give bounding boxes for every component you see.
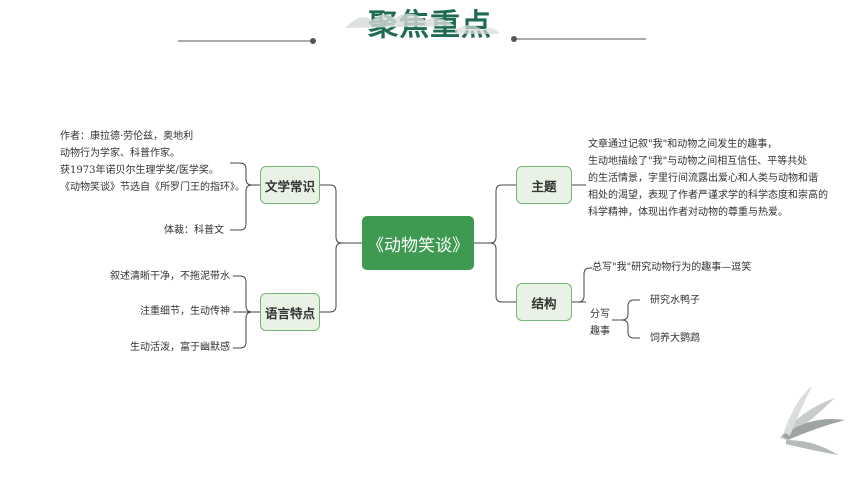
theme-line: 的生活情景，字里行间流露出爱心和人类与动物和谐: [588, 173, 818, 184]
structure-sub-label: 分写 趣事: [590, 306, 610, 340]
branch-wenxue-changshi: 文学常识: [260, 166, 320, 204]
author-line: 作者：康拉德·劳伦兹，奥地利: [60, 131, 194, 142]
genre-text: 体裁：科普文: [164, 225, 224, 236]
structure-sub-item: 饲养大鹦鹉: [650, 333, 700, 344]
author-line: 《动物笑谈》节选自《所罗门王的指环》。: [60, 182, 245, 193]
branch-jiegou: 结构: [516, 283, 572, 321]
author-info: 作者：康拉德·劳伦兹，奥地利 动物行为学家、科普作家。 获1973年诺贝尔生理学…: [60, 128, 245, 196]
language-feature: 叙述清晰干净，不拖泥带水: [110, 271, 230, 282]
structure-summary: 总写"我"研究动物行为的趣事—逗笑: [592, 262, 752, 273]
theme-line: 文章通过记叙"我"和动物之间发生的趣事，: [588, 139, 778, 150]
language-feature: 生动活泼，富于幽默感: [130, 342, 230, 353]
branch-yuyan-tedian: 语言特点: [260, 293, 320, 331]
language-feature: 注重细节，生动传神: [140, 306, 230, 317]
author-line: 动物行为学家、科普作家。: [60, 148, 180, 159]
branch-zhuti: 主题: [516, 166, 572, 204]
theme-line: 科学精神，体现出作者对动物的尊重与热爱。: [588, 207, 788, 218]
header: 聚焦重点: [0, 0, 860, 70]
theme-line: 相处的渴望，表现了作者严谨求学的科学态度和崇高的: [588, 190, 828, 201]
sub-label-line: 分写: [590, 309, 610, 320]
theme-text: 文章通过记叙"我"和动物之间发生的趣事， 生动地描绘了"我"与动物之间相互信任、…: [588, 136, 828, 221]
author-line: 获1973年诺贝尔生理学奖/医学奖。: [60, 165, 219, 176]
title-decoration: [178, 13, 646, 44]
center-node: 《动物笑谈》: [362, 216, 474, 270]
sub-label-line: 趣事: [590, 326, 610, 337]
structure-sub-item: 研究水鸭子: [650, 295, 700, 306]
theme-line: 生动地描绘了"我"与动物之间相互信任、平等共处: [588, 156, 808, 167]
